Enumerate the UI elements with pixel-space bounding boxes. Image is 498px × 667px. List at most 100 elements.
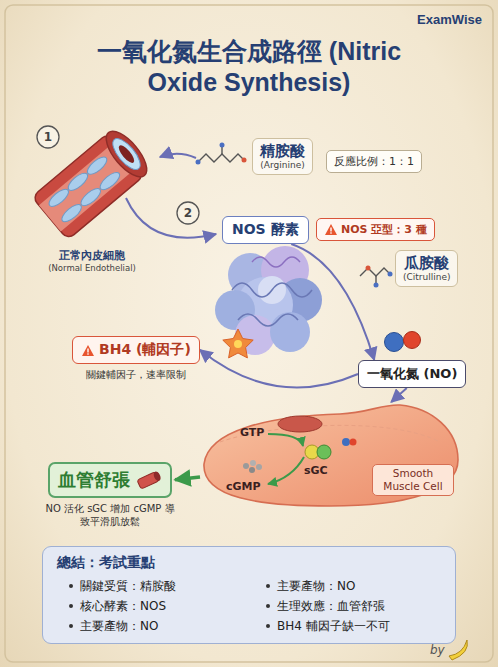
blood-vessel (32, 125, 154, 240)
citrulline-molecule (374, 283, 379, 288)
citrulline-molecule (366, 266, 371, 271)
nos-enzyme-figure (232, 283, 312, 297)
warning-text: NOS 亞型：3 種 (341, 222, 427, 237)
byproduct-box: 瓜胺酸(Citrulline) (395, 250, 458, 287)
molecule-label: sGC (304, 464, 328, 477)
enzyme-name: NOS 酵素 (232, 221, 299, 237)
paper-frame (5, 5, 493, 662)
summary-item: 生理效應：血管舒張 (277, 597, 385, 615)
arginine-molecule (196, 160, 201, 165)
cell-outline (268, 434, 303, 446)
product-box: 一氧化氮 (NO) (358, 360, 466, 388)
cell-label-english: (Normal Endothelial) (48, 263, 136, 273)
warning-icon (81, 344, 95, 357)
cofactor-name: BH4 (輔因子) (99, 341, 191, 359)
arginine-molecule (198, 154, 244, 162)
text-frame: 血管舒張 (48, 462, 172, 498)
summary-item: 關鍵受質：精胺酸 (80, 577, 176, 595)
cell-outline (342, 438, 350, 446)
arginine-molecule (220, 143, 225, 148)
bullet-item: 核心酵素：NOS (57, 597, 244, 615)
warning-icon (330, 228, 331, 232)
callout-circle (37, 126, 59, 148)
callout-circle (37, 126, 199, 224)
title-text: 一氧化氮生合成路徑 (Nitric Oxide Synthesis) (59, 36, 439, 98)
callout-number: 1 (44, 130, 52, 144)
cofactor-note: 關鍵輔因子，速率限制 (86, 368, 186, 382)
effect-note: NO 活化 sGC 增加 cGMP 導致平滑肌放鬆 (45, 502, 175, 528)
cell-label: 正常內皮細胞 (59, 248, 125, 263)
blood-vessel (46, 186, 71, 209)
nos-enzyme-figure (238, 314, 298, 326)
blood-vessel (66, 170, 91, 193)
cofactor-burst-core (234, 340, 242, 348)
blood-vessel (108, 134, 145, 173)
blood-vessel (98, 169, 123, 192)
cell-outline (350, 439, 357, 446)
cell-outline (268, 457, 304, 484)
banana-icon (449, 640, 467, 660)
arginine-molecule (196, 143, 247, 165)
cofactor-box: BH4 (輔因子) 關鍵輔因子，速率限制 (72, 336, 200, 382)
effect-name: 血管舒張 (58, 468, 130, 492)
cell-outline (249, 467, 255, 473)
summary-heading: 總結：考試重點 (57, 554, 441, 572)
cell-outline (243, 463, 249, 469)
warning-icon (325, 224, 337, 235)
warning-icon (324, 223, 338, 236)
cell-name: Smooth Muscle Cell (383, 467, 442, 492)
bullet-item: 生理效應：血管舒張 (254, 597, 441, 615)
ratio-text: 反應比例：1：1 (334, 155, 414, 168)
substrate-english: (Arginine) (260, 160, 305, 171)
warning-icon (82, 345, 94, 356)
bullet-item: 主要產物：NO (57, 617, 244, 635)
citrulline-molecule (360, 268, 390, 276)
nos-enzyme-figure (252, 257, 300, 267)
molecule-label: cGMP (226, 480, 261, 493)
smooth-muscle-cell: GTP sGC cGMP Smooth Muscle Cell (200, 402, 462, 509)
summary-item: 主要產物：NO (80, 617, 158, 635)
warning-icon (87, 348, 88, 352)
text-frame: BH4 (輔因子) (72, 336, 200, 364)
citrulline-molecule (360, 266, 393, 288)
vessel-icon (152, 471, 162, 482)
nitric-oxide-molecule (385, 332, 421, 352)
nitric-oxide-molecule (404, 332, 421, 349)
warning-note: NOS 亞型：3 種 (316, 218, 435, 241)
molecule-label: GTP (240, 426, 264, 439)
bullet-item: 關鍵受質：精胺酸 (57, 577, 244, 595)
arginine-molecule (242, 158, 247, 163)
flow-arrow (126, 198, 216, 238)
byproduct-english: (Citrulline) (403, 272, 450, 283)
flow-arrow (391, 388, 406, 402)
bullet-dot (69, 604, 73, 608)
cell-outline (256, 464, 262, 470)
nitric-oxide-molecule (385, 333, 404, 352)
bullet-item: BH4 輔因子缺一不可 (254, 617, 441, 635)
cell-outline (317, 445, 331, 459)
author-label: by (430, 643, 445, 657)
effect-box: 血管舒張 NO 活化 sGC 增加 cGMP 導致平滑肌放鬆 (45, 462, 175, 528)
bullet-dot (69, 584, 73, 588)
blood-vessel (116, 143, 136, 165)
bullet-dot (266, 584, 270, 588)
product-name: 一氧化氮 (NO) (367, 366, 457, 381)
flow-arrow (200, 350, 358, 388)
substrate-name: 精胺酸 (260, 142, 305, 160)
cell-outline (250, 460, 256, 466)
byproduct-name: 瓜胺酸 (403, 254, 450, 272)
callout-number: 2 (184, 206, 192, 220)
blood-vessel (59, 202, 84, 225)
bullet-dot (266, 604, 270, 608)
substrate-box: 精胺酸(Arginine) (252, 138, 313, 175)
summary-item: 核心酵素：NOS (80, 597, 166, 615)
uptake-arrow (160, 154, 196, 158)
nos-enzyme-figure (270, 312, 310, 352)
blood-vessel (39, 141, 137, 231)
flow-arrow (175, 477, 200, 480)
bullet-dot (266, 624, 270, 628)
vessel-icon (136, 471, 162, 489)
cofactor-burst (223, 329, 253, 358)
ratio-note: 反應比例：1：1 (326, 150, 422, 173)
